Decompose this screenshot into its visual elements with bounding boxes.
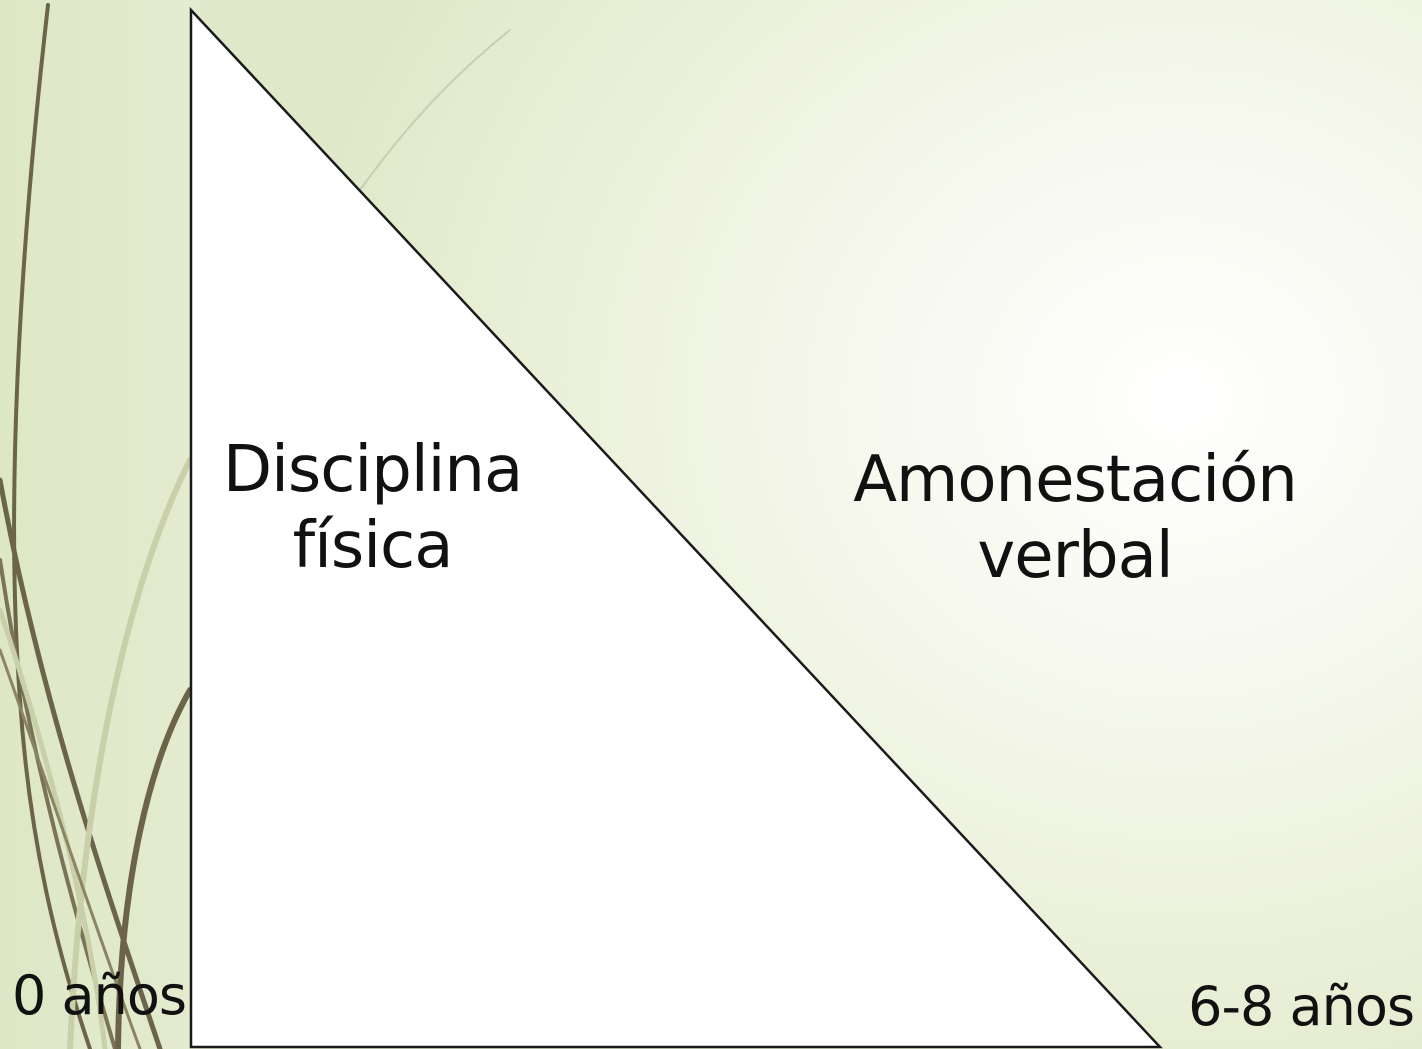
- physical-discipline-line1: Disciplina: [222, 433, 523, 507]
- verbal-reprimand-label: Amonestación verbal: [845, 443, 1305, 594]
- physical-discipline-line2: física: [292, 508, 454, 583]
- verbal-reprimand-line2: verbal: [977, 518, 1173, 593]
- verbal-reprimand-line1: Amonestación: [853, 443, 1298, 517]
- age-start-label: 0 años: [12, 964, 187, 1027]
- physical-discipline-label: Disciplina física: [215, 433, 530, 584]
- age-end-label: 6-8 años: [1188, 975, 1415, 1038]
- physical-discipline-triangle: [189, 6, 1163, 1049]
